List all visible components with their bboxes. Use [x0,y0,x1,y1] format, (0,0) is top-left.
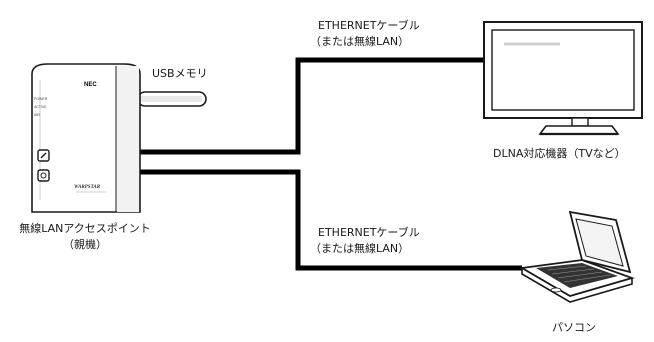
router-button-power [37,169,50,182]
usb-memory-label: USBメモリ [152,67,208,80]
ethernet-cable-bottom [140,169,522,271]
ethernet-cable-bottom-label-line2: （または無線LAN） [310,242,410,255]
ethernet-cable-top [140,57,484,155]
ethernet-cable-top-label-line1: ETHERNETケーブル [318,19,420,32]
tv-label: DLNA対応機器（TVなど） [493,147,626,160]
ethernet-cables [140,57,522,271]
ethernet-cable-top-label-line2: （または無線LAN） [310,35,410,48]
ethernet-cable-bottom-label-line1: ETHERNETケーブル [318,226,420,239]
router-brand-text: NEC [84,82,97,88]
router-label-line2: （親機） [63,238,107,251]
router-icon: NEC POWER ACTIVE AIR WARPSTAR [31,63,141,213]
pc-label: パソコン [552,321,596,334]
router-indicator-active: ACTIVE [34,105,47,109]
laptop-icon [519,210,635,303]
router-indicator-power: POWER [34,97,48,101]
router-indicator-air: AIR [34,113,40,117]
usb-memory-icon [137,91,207,107]
router-logo-text: WARPSTAR [74,185,101,190]
tv-icon [483,21,643,136]
router-label-line1: 無線LANアクセスポイント [19,222,151,235]
